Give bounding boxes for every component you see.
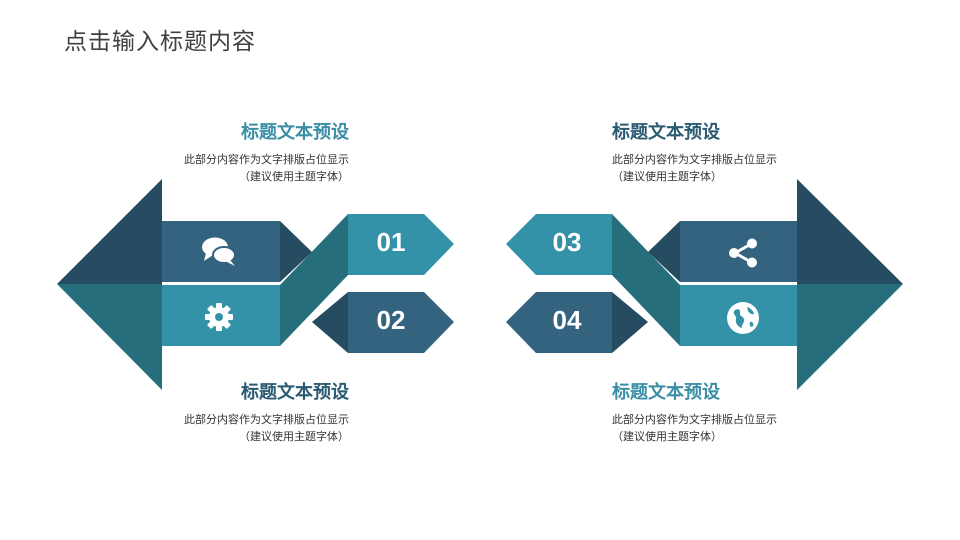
block-description-line1: 此部分内容作为文字排版占位显示 (612, 413, 777, 426)
text-block-top-left: 标题文本预设 此部分内容作为文字排版占位显示 （建议使用主题字体） (150, 121, 349, 185)
tag-04 (506, 292, 612, 353)
right-fold-diagonal (612, 214, 680, 346)
globe-icon (727, 302, 759, 334)
block-description-line1: 此部分内容作为文字排版占位显示 (184, 413, 349, 426)
text-block-top-right: 标题文本预设 此部分内容作为文字排版占位显示 （建议使用主题字体） (612, 121, 832, 185)
right-arrowhead-bottom (797, 284, 903, 390)
block-heading: 标题文本预设 (241, 382, 349, 403)
text-block-bottom-right: 标题文本预设 此部分内容作为文字排版占位显示 （建议使用主题字体） (612, 381, 832, 445)
block-description: 此部分内容作为文字排版占位显示 （建议使用主题字体） (150, 411, 349, 445)
chat-bubbles-icon (202, 237, 236, 266)
block-description-line2: （建议使用主题字体） (239, 170, 349, 183)
step-number-01: 01 (376, 227, 406, 257)
left-arrowhead-bottom (57, 284, 162, 390)
block-description: 此部分内容作为文字排版占位显示 （建议使用主题字体） (612, 151, 832, 185)
block-description: 此部分内容作为文字排版占位显示 （建议使用主题字体） (150, 151, 349, 185)
right-fold-bottom (612, 292, 648, 353)
block-heading: 标题文本预设 (612, 382, 720, 403)
left-fold-diagonal (280, 214, 348, 346)
share-icon (729, 238, 757, 268)
step-number-04: 04 (552, 305, 582, 335)
step-number-03: 03 (552, 227, 582, 257)
left-arrowhead-top (57, 179, 162, 284)
left-fold-bottom (312, 292, 348, 353)
right-arrowhead-top (797, 179, 903, 284)
block-heading: 标题文本预设 (612, 122, 720, 143)
step-number-02: 02 (376, 305, 406, 335)
tag-02 (348, 292, 454, 353)
text-block-bottom-left: 标题文本预设 此部分内容作为文字排版占位显示 （建议使用主题字体） (150, 381, 349, 445)
right-fold-top (648, 221, 680, 282)
block-description-line2: （建议使用主题字体） (239, 430, 349, 443)
block-description-line2: （建议使用主题字体） (612, 430, 722, 443)
left-fold-top (280, 221, 312, 282)
tag-01 (348, 214, 454, 275)
page-title: 点击输入标题内容 (64, 28, 256, 54)
block-heading: 标题文本预设 (241, 122, 349, 143)
tag-03 (506, 214, 612, 275)
block-description-line2: （建议使用主题字体） (612, 170, 722, 183)
block-description-line1: 此部分内容作为文字排版占位显示 (184, 153, 349, 166)
block-description: 此部分内容作为文字排版占位显示 （建议使用主题字体） (612, 411, 832, 445)
gear-icon (205, 303, 233, 331)
block-description-line1: 此部分内容作为文字排版占位显示 (612, 153, 777, 166)
